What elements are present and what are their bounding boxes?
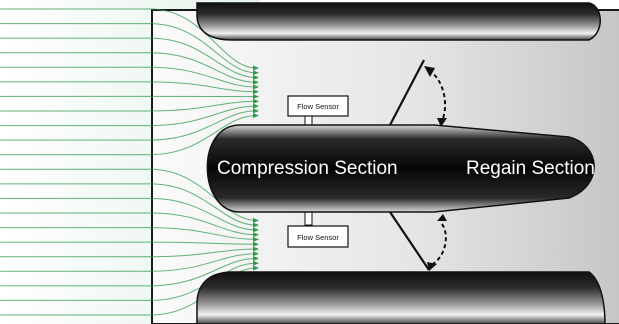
- lower-arrowhead-top: [437, 214, 447, 221]
- flow-sensor-top-label: Flow Sensor: [297, 102, 339, 111]
- streamline-arrowhead: [253, 79, 259, 85]
- lower-adjust-arc: [432, 223, 447, 265]
- lower-arrowhead-bottom: [427, 262, 437, 271]
- flow-sensor-bottom-box: [287, 225, 349, 248]
- streamline: [0, 183, 257, 226]
- upper-wall: [196, 2, 601, 41]
- streamline: [0, 241, 257, 245]
- streamline-arrowhead: [253, 256, 259, 261]
- streamline: [0, 100, 257, 112]
- streamline: [0, 23, 257, 74]
- upper-adjust-arc: [428, 69, 447, 122]
- streamline: [0, 52, 257, 83]
- streamline: [0, 197, 257, 231]
- streamline-arrowhead: [253, 265, 259, 271]
- streamline-arrowhead: [253, 103, 259, 109]
- lower-wall: [196, 271, 606, 324]
- streamline-arrowhead: [253, 89, 259, 95]
- flow-streamlines: [0, 8, 259, 316]
- streamline-arrowhead: [253, 227, 259, 233]
- streamline-arrowhead: [253, 251, 259, 257]
- streamline-arrowhead: [253, 222, 259, 228]
- streamline: [0, 105, 257, 127]
- regain-section-label: Regain Section: [466, 158, 595, 179]
- compression-section-label: Compression Section: [217, 158, 398, 179]
- streamline-arrowhead: [253, 98, 259, 104]
- upper-arrowhead-top: [424, 66, 435, 77]
- streamline-arrowhead: [253, 75, 259, 80]
- streamline-arrowhead: [253, 65, 259, 71]
- streamline-arrowhead: [253, 113, 259, 119]
- streamline-arrowhead: [253, 108, 259, 114]
- center-body: [206, 124, 595, 213]
- streamline: [0, 110, 257, 141]
- upper-strut: [389, 59, 425, 126]
- upper-arrowhead-bottom: [437, 118, 447, 127]
- streamline: [0, 227, 257, 240]
- streamline-arrowhead: [253, 246, 259, 252]
- flow-sensor-bottom-label: Flow Sensor: [297, 233, 339, 242]
- streamline: [0, 37, 257, 78]
- flow-sensor-bottom-stem: [304, 211, 313, 226]
- streamline: [0, 115, 257, 156]
- streamline-arrowhead: [253, 236, 259, 242]
- streamline: [0, 81, 257, 93]
- streamline-arrowhead: [253, 260, 259, 266]
- streamline-arrowhead: [253, 241, 259, 247]
- streamline: [0, 253, 257, 272]
- streamline-arrowhead: [253, 70, 259, 76]
- streamline: [0, 248, 257, 258]
- lower-strut: [389, 211, 430, 271]
- streamline: [0, 66, 257, 88]
- streamline-arrowhead: [253, 84, 259, 90]
- streamline-arrowhead: [253, 232, 259, 238]
- streamline: [0, 258, 257, 287]
- streamline-arrowhead: [253, 217, 259, 223]
- flow-sensor-top-box: [287, 95, 349, 117]
- streamline: [0, 212, 257, 236]
- streamline: [0, 168, 257, 221]
- streamline-arrowhead: [253, 94, 259, 100]
